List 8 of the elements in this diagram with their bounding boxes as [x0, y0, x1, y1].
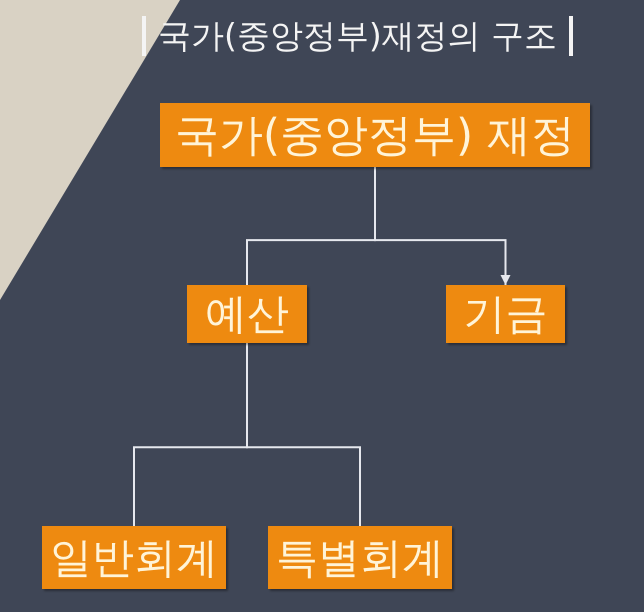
root-box: 국가(중앙정부) 재정 — [160, 103, 590, 167]
connector-line — [246, 343, 361, 526]
category-box: 예산 — [187, 285, 307, 343]
account-box: 일반회계 — [42, 526, 226, 589]
arrow — [374, 167, 510, 285]
category-box: 기금 — [446, 285, 565, 343]
title: 국가(중앙정부)재정의 구조 — [142, 16, 574, 56]
account-box: 특별회계 — [268, 526, 452, 589]
